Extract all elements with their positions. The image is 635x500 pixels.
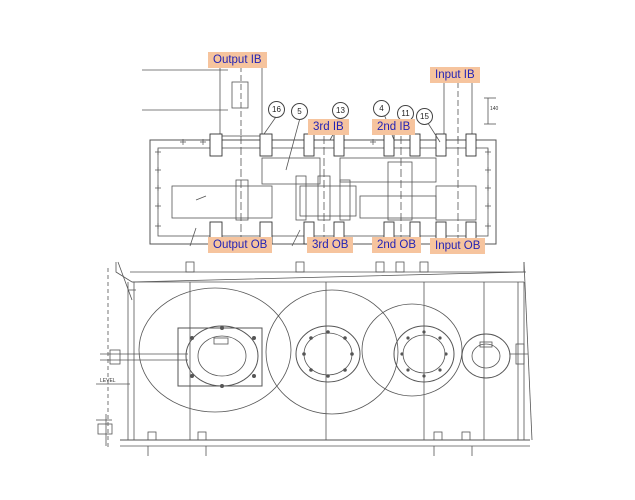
callout-4: 4 [373, 100, 390, 117]
label-input-ib: Input IB [430, 67, 480, 83]
label-3rd-ob: 3rd OB [307, 237, 354, 253]
dimension-label: 140 [490, 106, 499, 112]
callout-16: 16 [268, 101, 285, 118]
label-2nd-ob: 2nd OB [372, 237, 421, 253]
label-output-ob: Output OB [208, 237, 273, 253]
top-view [142, 65, 497, 250]
front-view [96, 261, 533, 456]
label-input-ob: Input OB [430, 238, 486, 254]
label-3rd-ib: 3rd IB [308, 119, 349, 135]
callout-5: 5 [291, 103, 308, 120]
label-2nd-ib: 2nd IB [372, 119, 416, 135]
callout-15: 15 [416, 108, 433, 125]
callout-13: 13 [332, 102, 349, 119]
label-output-ib: Output IB [208, 52, 267, 68]
level-label: LEVEL [100, 378, 116, 384]
